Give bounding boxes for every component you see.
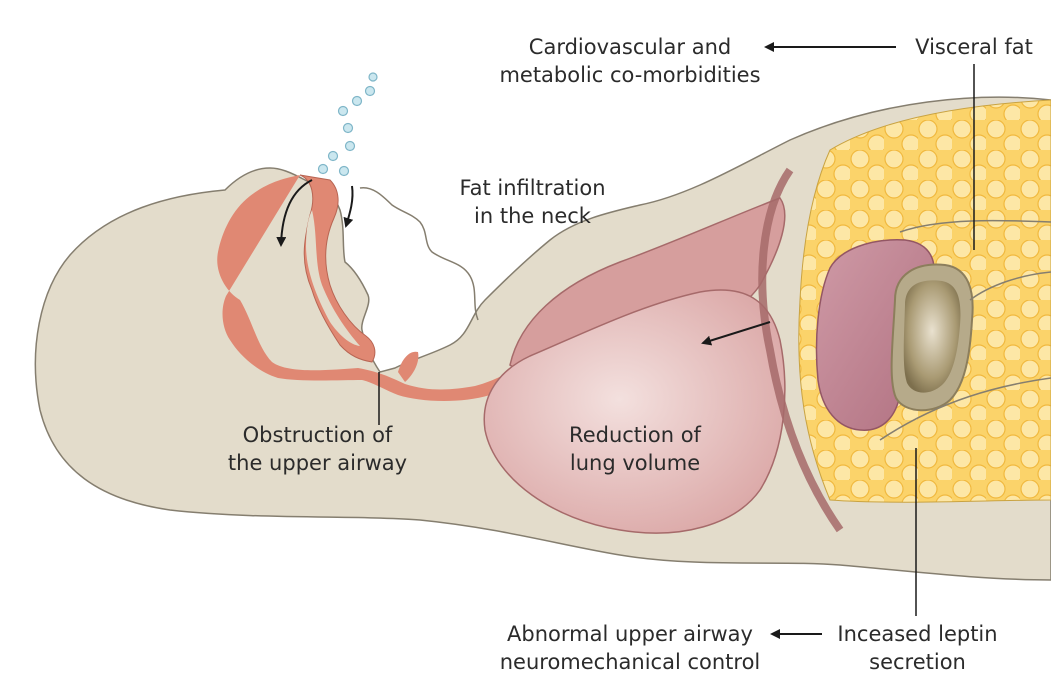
- lung-front: [483, 289, 786, 534]
- visceral-fat-label: Visceral fat: [915, 35, 1033, 59]
- cardiovascular-label: Cardiovascular and metabolic co-morbidit…: [499, 35, 761, 87]
- fat-neck-label: Fat infiltration in the neck: [459, 176, 606, 228]
- neuromechanical-label: Abnormal upper airway neuromechanical co…: [499, 622, 761, 674]
- curved-arrow-icon: [276, 179, 313, 247]
- leptin-label: Inceased leptin secretion: [837, 622, 998, 674]
- lung-compression-arrow: [701, 321, 771, 346]
- diaphragm-edge: [758, 167, 844, 533]
- obstruction-label: Obstruction of the upper airway: [227, 423, 408, 475]
- colon-inner: [903, 280, 961, 393]
- face-profile: [359, 186, 479, 321]
- airway-passage: [217, 175, 592, 402]
- bubble-icon: [317, 72, 378, 177]
- tongue: [306, 210, 360, 346]
- soft-palate: [299, 174, 376, 363]
- larynx-bump: [398, 351, 419, 382]
- curved-arrow-icon: [343, 185, 354, 228]
- abdomen-wall: [879, 219, 1051, 441]
- lung-volume-label: Reduction of lung volume: [569, 423, 701, 475]
